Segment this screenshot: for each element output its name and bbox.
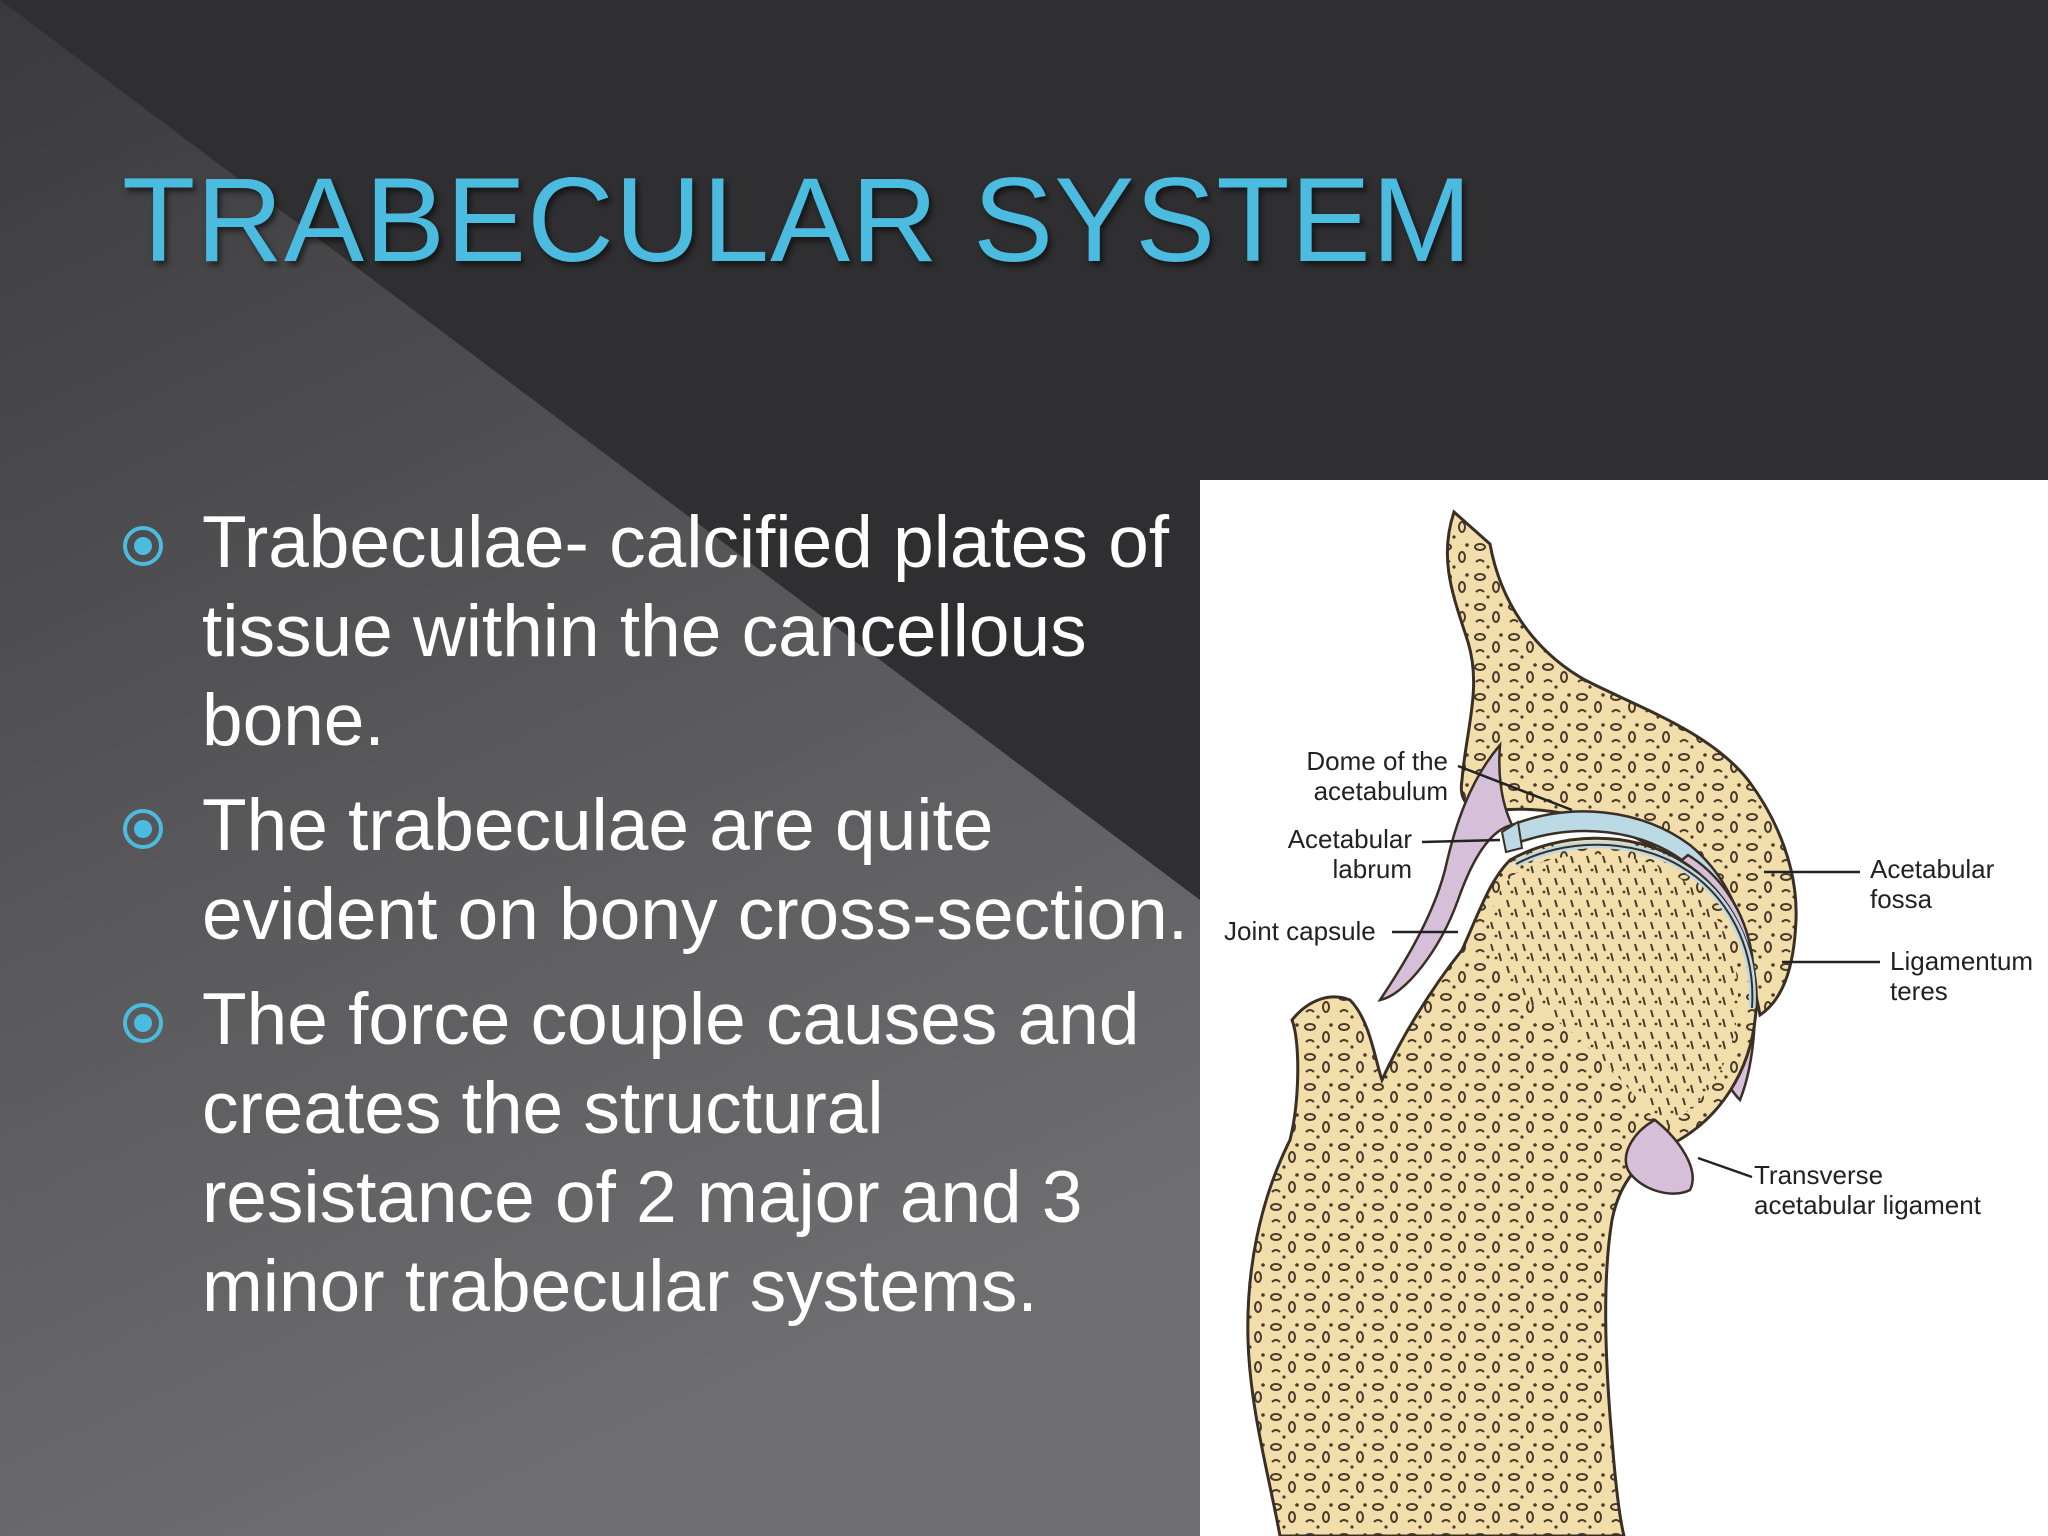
hip-joint-illustration: Dome of the acetabulum Acetabular labrum…	[1200, 480, 2048, 1536]
slide-title: TRABECULAR SYSTEM	[122, 153, 1473, 287]
bullet-item: Trabeculae- calcified plates of tissue w…	[118, 498, 1193, 765]
label-capsule: Joint capsule	[1224, 916, 1376, 946]
bullet-text: The force couple causes and creates the …	[202, 979, 1140, 1327]
label-teres: Ligamentum teres	[1890, 946, 2034, 1006]
bullet-text: Trabeculae- calcified plates of tissue w…	[202, 502, 1170, 761]
bullet-list: Trabeculae- calcified plates of tissue w…	[118, 498, 1193, 1347]
target-circle-icon	[123, 809, 163, 849]
label-labrum: Acetabular labrum	[1287, 824, 1412, 884]
target-circle-icon	[123, 1003, 163, 1043]
transverse-ligament	[1624, 1118, 1694, 1195]
femoral-head-trabeculae	[1489, 854, 1739, 1128]
bullet-text: The trabeculae are quite evident on bony…	[202, 785, 1189, 955]
leader-lines	[1392, 764, 1880, 1179]
target-circle-icon	[123, 526, 163, 566]
bullet-item: The force couple causes and creates the …	[118, 975, 1193, 1331]
hip-joint-drawing	[1246, 509, 1880, 1536]
label-transverse: Transverse acetabular ligament	[1754, 1160, 1981, 1220]
diagonal-gradient-panel	[0, 0, 1200, 1536]
bullet-item: The trabeculae are quite evident on bony…	[118, 781, 1193, 959]
label-fossa: Acetabular fossa	[1870, 854, 1995, 914]
label-dome: Dome of the acetabulum	[1306, 746, 1448, 806]
acetabular-labrum	[1500, 820, 1524, 854]
